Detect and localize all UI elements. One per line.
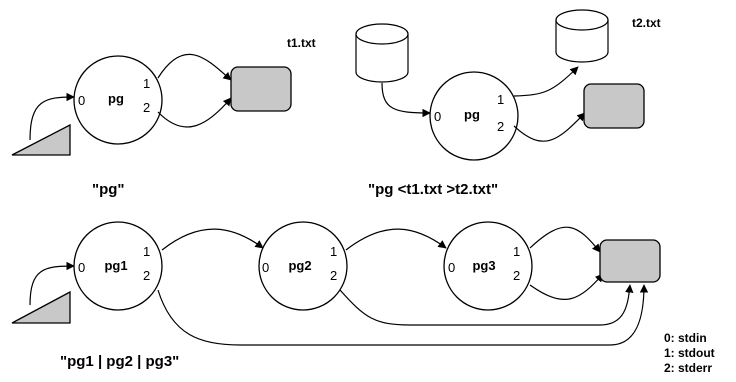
port-0: 0 — [78, 93, 85, 108]
stdin-edge-1 — [29, 92, 75, 141]
port-0: 0 — [448, 260, 455, 275]
terminal-device-1 — [230, 66, 292, 112]
legend: 0: stdin 1: stdout 2: stderr — [664, 331, 715, 375]
process-name: pg3 — [472, 258, 495, 273]
stderr-edge-pg1 — [157, 284, 649, 346]
caption-3: "pg1 | pg2 | pg3" — [60, 353, 179, 370]
port-1: 1 — [513, 244, 520, 259]
port-2: 2 — [143, 100, 150, 115]
stderr-edge-2 — [513, 112, 586, 142]
stdout-edge-1 — [157, 53, 232, 81]
caption-2: "pg <t1.txt >t2.txt" — [368, 181, 498, 198]
process-name: pg — [464, 107, 480, 122]
caption-1: "pg" — [92, 181, 125, 198]
stderr-edge-pg2 — [339, 284, 634, 326]
port-1: 1 — [497, 92, 504, 107]
port-2: 2 — [143, 268, 150, 283]
terminal-device-2 — [583, 83, 645, 129]
process-name: pg — [108, 91, 124, 106]
stdin-edge-3 — [29, 261, 75, 306]
file-label-t1: t1.txt — [287, 36, 316, 50]
process-name: pg1 — [104, 258, 127, 273]
port-2: 2 — [497, 119, 504, 134]
process-pg — [73, 55, 163, 145]
port-1: 1 — [143, 244, 150, 259]
stdin-edge-2 — [381, 82, 431, 118]
process-name: pg2 — [288, 258, 311, 273]
legend-stdout: 1: stdout — [664, 346, 715, 360]
keyboard-device-1 — [11, 123, 71, 156]
keyboard-device-3 — [11, 290, 71, 324]
port-2: 2 — [330, 268, 337, 283]
stderr-edge-1 — [157, 97, 232, 128]
port-0: 0 — [262, 260, 269, 275]
diagram-pg: pg 0 1 2 "pg" — [11, 53, 292, 198]
stderr-edge-pg3 — [529, 273, 604, 301]
process-pg2 — [258, 221, 348, 311]
port-0: 0 — [434, 109, 441, 124]
file-cylinder-t1 — [355, 23, 409, 83]
port-0: 0 — [78, 260, 85, 275]
stdout-edge-3 — [529, 226, 601, 253]
pipe-edge-2 — [345, 228, 447, 251]
file-label-t2: t2.txt — [632, 16, 661, 30]
process-pg1 — [73, 221, 163, 311]
pipe-edge-1 — [161, 228, 264, 251]
process-pg3 — [443, 221, 533, 311]
file-cylinder-t2 — [555, 9, 609, 63]
terminal-device-3 — [599, 239, 661, 283]
process-pg-redirect — [429, 71, 519, 161]
port-1: 1 — [330, 244, 337, 259]
port-1: 1 — [143, 76, 150, 91]
diagram-redirect: t1.txt pg 0 1 2 t2.txt "pg <t1.txt >t2.t… — [287, 9, 661, 198]
stdout-edge-2 — [513, 66, 579, 97]
legend-stderr: 2: stderr — [664, 361, 712, 375]
port-2: 2 — [513, 268, 520, 283]
legend-stdin: 0: stdin — [664, 331, 707, 345]
diagram-pipeline: pg1 0 1 2 pg2 0 1 2 pg3 0 1 2 "pg1 | pg2… — [11, 221, 661, 370]
